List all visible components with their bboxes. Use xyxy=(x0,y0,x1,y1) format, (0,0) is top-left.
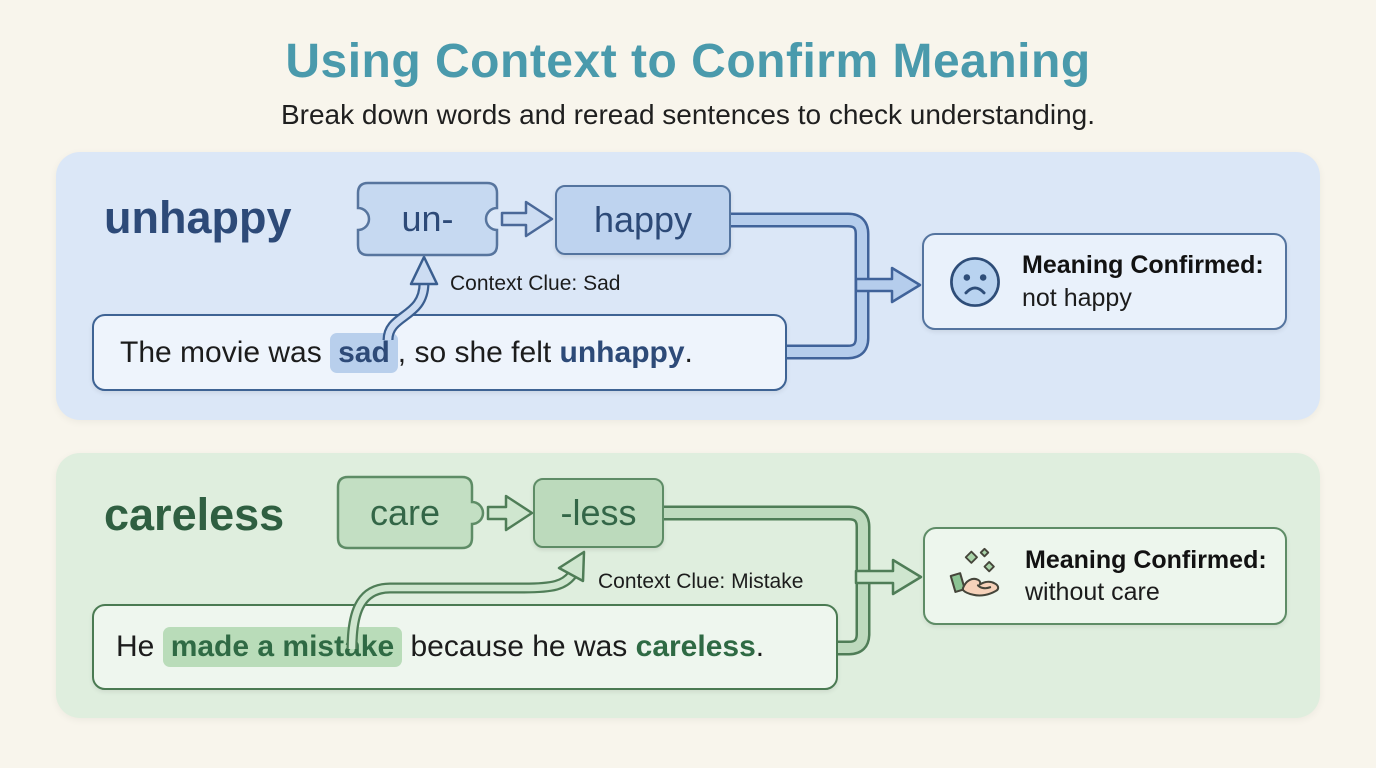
meaning-title: Meaning Confirmed: xyxy=(1025,545,1267,574)
sentence-mid: because he was xyxy=(402,630,636,663)
context-clue-label: Context Clue: Sad xyxy=(450,272,621,295)
clue-highlight: sad xyxy=(330,332,398,373)
word-unhappy: unhappy xyxy=(104,192,292,243)
root-piece-label: care xyxy=(369,491,441,533)
meaning-arrow-icon xyxy=(854,266,922,304)
sentence-pre: He xyxy=(116,630,163,663)
example-sentence: He made a mistake because he was careles… xyxy=(92,604,838,690)
panel-unhappy: unhappy un- happy Context Clue: Sad The … xyxy=(56,152,1320,420)
sentence-post: . xyxy=(755,630,765,663)
meaning-definition: without care xyxy=(1025,578,1160,606)
piece-arrow-icon xyxy=(500,200,554,238)
sentence-pre: The movie was xyxy=(120,335,331,369)
context-clue-label: Context Clue: Mistake xyxy=(598,570,804,593)
page-title: Using Context to Confirm Meaning xyxy=(285,35,1091,88)
meaning-confirmed-box: Meaning Confirmed: without care xyxy=(923,527,1287,625)
context-arrowhead-icon xyxy=(409,255,439,286)
giving-hand-icon xyxy=(949,547,1000,597)
example-sentence: The movie was sad, so she felt unhappy. xyxy=(92,314,787,391)
meaning-arrow-icon xyxy=(854,558,923,596)
header: Using Context to Confirm Meaning Break d… xyxy=(0,0,1376,131)
meaning-title: Meaning Confirmed: xyxy=(1022,251,1264,279)
context-arrowhead-icon xyxy=(557,550,586,583)
panel-careless: careless care -less Context Clue: Mistak… xyxy=(56,453,1320,718)
suffix-word-box: -less xyxy=(533,478,664,548)
word-careless: careless xyxy=(104,489,285,540)
sentence-mid: , so she felt xyxy=(397,335,560,369)
meaning-confirmed-box: Meaning Confirmed: not happy xyxy=(922,233,1287,330)
clue-highlight: made a mistake xyxy=(162,627,403,667)
meaning-definition: not happy xyxy=(1022,283,1132,312)
sad-face-icon xyxy=(950,256,1000,307)
prefix-piece-label: un- xyxy=(401,198,454,239)
target-word: unhappy xyxy=(559,335,685,369)
piece-arrow-icon xyxy=(486,494,534,532)
target-word: careless xyxy=(635,630,756,663)
sentence-post: . xyxy=(684,335,693,369)
page-subtitle: Break down words and reread sentences to… xyxy=(280,99,1096,130)
root-word-box: happy xyxy=(555,185,731,255)
